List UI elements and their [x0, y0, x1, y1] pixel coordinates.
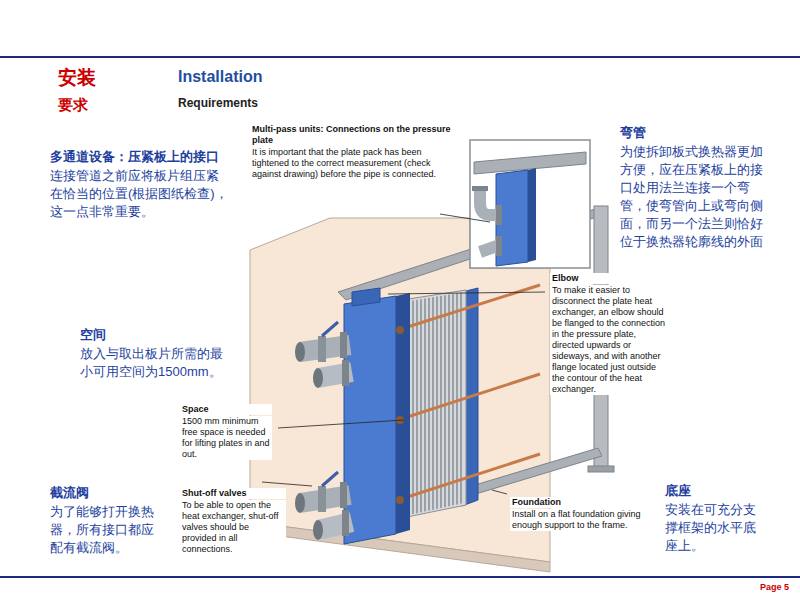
tightening-bolt — [398, 454, 540, 500]
shut-off-valve — [318, 486, 326, 512]
callout-title: Shut-off valves — [180, 488, 286, 499]
flange — [342, 510, 349, 536]
note-text: 连接管道之前应将板片组压紧在恰当的位置(根据图纸检查)，这一点非常重要。 — [50, 167, 228, 221]
flange — [340, 482, 347, 508]
note-title: 截流阀 — [50, 484, 158, 502]
leader-line — [388, 292, 545, 294]
subheading-zh: 要求 — [58, 94, 138, 115]
bolt-nut — [396, 496, 404, 504]
inset-pressure-plate — [496, 170, 528, 266]
callout-title: Space — [180, 404, 272, 415]
leader-line — [262, 482, 312, 486]
subheading: Requirements — [178, 96, 378, 111]
pipe-opening — [313, 520, 323, 540]
note-text: 安装在可充分支撑框架的水平底座上。 — [665, 501, 761, 555]
valve-handle — [322, 322, 338, 336]
tightening-bolt — [398, 285, 540, 330]
valve-handle — [322, 472, 338, 486]
flange — [342, 360, 349, 386]
heading: Installation — [178, 66, 378, 88]
tightening-bolt — [398, 374, 540, 420]
pressure-plate — [344, 296, 396, 544]
note-title: 底座 — [665, 482, 761, 500]
note-text: 放入与取出板片所需的最小可用空间为1500mm。 — [80, 345, 228, 381]
pressure-plate-side — [396, 293, 410, 534]
plate-lug — [352, 288, 380, 306]
callout-text: To make it easier to disconnect the plat… — [550, 285, 668, 395]
callout-title: Elbow — [550, 273, 668, 284]
shut-off-valve — [318, 336, 326, 362]
callout-text: It is important that the plate pack has … — [250, 147, 462, 180]
note-text: 为使拆卸板式换热器更加方便，应在压紧板上的接口处用法兰连接一个弯管，使弯管向上或… — [620, 143, 766, 251]
leader-line — [492, 490, 507, 494]
note-title: 空间 — [80, 326, 228, 344]
inset-plate-side — [528, 168, 536, 262]
header-rule — [0, 56, 800, 58]
page-number: Page 5 — [760, 582, 796, 593]
callout-text: 1500 mm minimum free space is needed for… — [180, 416, 272, 460]
footer-rule — [0, 576, 800, 578]
wall — [250, 218, 550, 562]
callout-title: Foundation — [510, 497, 644, 508]
flange — [496, 236, 502, 256]
note-title: 弯管 — [620, 124, 766, 142]
detail-inset — [470, 140, 590, 268]
leader-line — [278, 420, 404, 428]
pipe-opening — [295, 493, 305, 513]
flange — [472, 186, 488, 191]
pipe-opening — [313, 368, 323, 388]
flange — [340, 332, 347, 358]
column-foot — [588, 466, 614, 472]
callout-text: To be able to open the heat exchanger, s… — [180, 500, 286, 555]
note-text: 为了能够打开换热器，所有接口都应配有截流阀。 — [50, 503, 158, 557]
heading-zh: 安装 — [58, 64, 138, 91]
bolt-nut — [396, 326, 404, 334]
callout-title: Multi-pass units: Connections on the pre… — [250, 124, 462, 146]
flange — [496, 205, 502, 225]
leader-line — [440, 214, 490, 222]
note-title: 多通道设备：压紧板上的接口 — [50, 148, 228, 166]
callout-text: Install on a flat foundation giving enou… — [510, 509, 644, 531]
pipe-opening — [295, 342, 305, 362]
